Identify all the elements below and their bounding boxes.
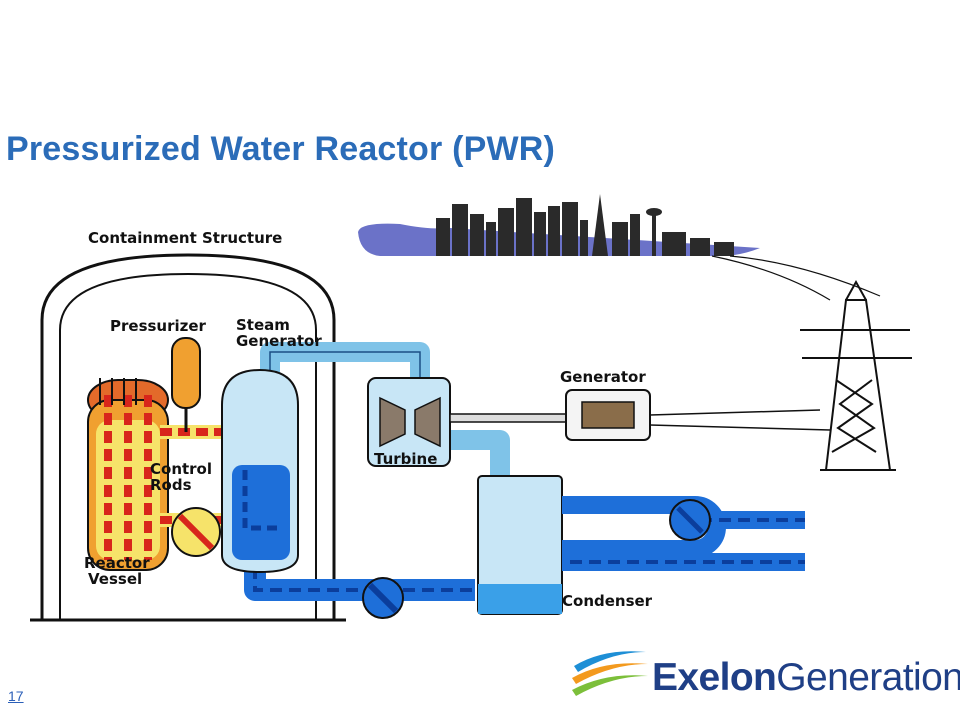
label-generator: Generator <box>560 368 646 386</box>
label-pressurizer: Pressurizer <box>110 317 207 335</box>
steam-generator <box>221 368 299 574</box>
transmission-tower <box>800 279 912 471</box>
label-steam-line2: Generator <box>236 332 322 350</box>
brand-wordmark: ExelonGeneration® <box>652 656 960 700</box>
label-control-line1: Control <box>150 460 212 478</box>
page-number[interactable]: 17 <box>8 688 24 704</box>
steam-piping <box>260 342 510 476</box>
diagram-labels: Containment Structure Pressurizer Steam … <box>84 229 653 610</box>
brand-name-light: Generation <box>776 656 960 699</box>
slide-title: Pressurized Water Reactor (PWR) <box>6 130 556 168</box>
turbine <box>367 377 451 467</box>
generator <box>449 389 831 441</box>
label-reactor-line1: Reactor <box>84 554 150 572</box>
pressurizer <box>171 337 201 432</box>
label-turbine: Turbine <box>374 450 437 468</box>
label-containment: Containment Structure <box>88 229 282 247</box>
exelon-logo-mark <box>572 651 648 696</box>
feedwater-pump <box>362 577 404 619</box>
condenser <box>477 475 805 615</box>
coolant-pump <box>171 507 221 557</box>
city-skyline <box>358 194 881 301</box>
label-condenser: Condenser <box>562 592 653 610</box>
reactor-vessel <box>87 378 169 571</box>
containment-structure <box>30 253 346 622</box>
label-control-line2: Rods <box>150 476 192 494</box>
label-steam-line1: Steam <box>236 316 290 334</box>
label-reactor-line2: Vessel <box>88 570 142 588</box>
brand-name-bold: Exelon <box>652 656 777 699</box>
